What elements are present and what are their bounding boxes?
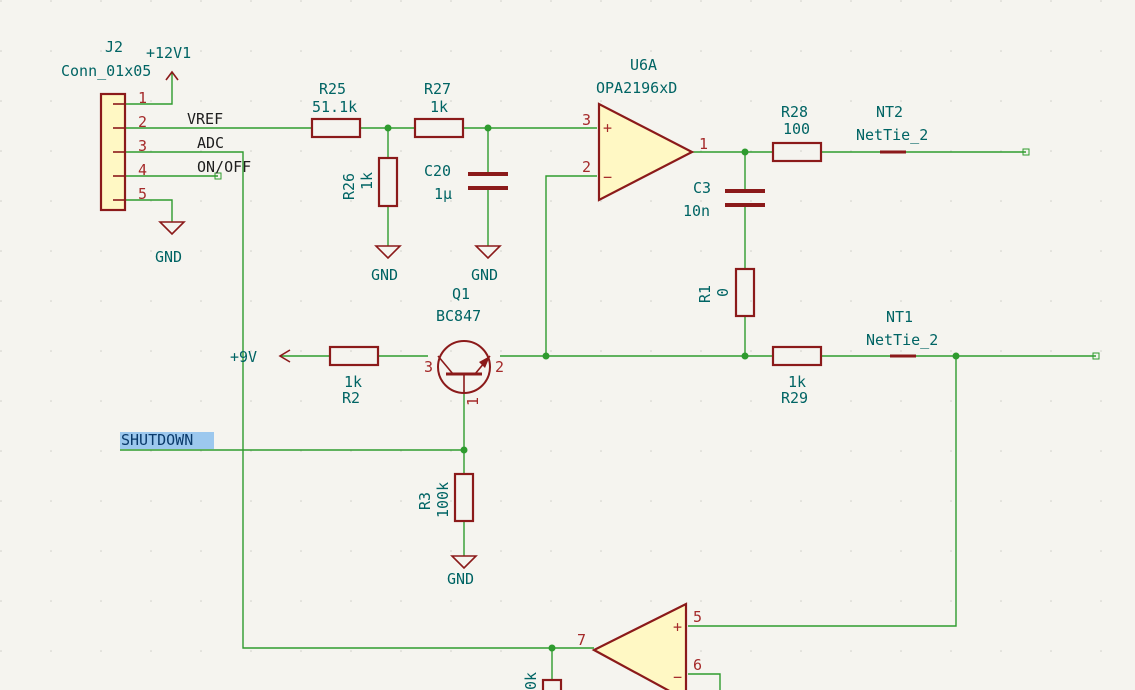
r26-ref: R26	[340, 173, 358, 200]
c20-ref: C20	[424, 162, 451, 180]
q1-pin-1: 1	[464, 397, 482, 406]
u6b-pin-7: 7	[577, 631, 586, 649]
nt2-value: NetTie_2	[856, 126, 928, 144]
j2-pin-4: 4	[138, 161, 147, 179]
q1-pin-2: 2	[495, 358, 504, 376]
u6a-plus-sign: +	[603, 119, 612, 137]
net-label-adc[interactable]: ADC	[197, 134, 224, 152]
gnd-symbol-r3[interactable]: GND	[447, 555, 478, 588]
q1-pin-3: 3	[424, 358, 433, 376]
j2-pin-2: 2	[138, 113, 147, 131]
q1-value: BC847	[436, 307, 481, 325]
net-label-on-off[interactable]: ON/OFF	[197, 158, 251, 176]
resistor-r26[interactable]: R26 1k	[340, 156, 399, 208]
j2-pin-3: 3	[138, 137, 147, 155]
c3-value: 10n	[683, 202, 710, 220]
u6a-pin-3: 3	[582, 111, 591, 129]
r3-ref: R3	[416, 492, 434, 510]
c20-value: 1µ	[434, 185, 452, 203]
u6a-ref: U6A	[630, 56, 657, 74]
r2-value: 1k	[344, 373, 362, 391]
j2-ref: J2	[105, 38, 123, 56]
power-9v-label: +9V	[230, 348, 257, 366]
u6b-pin-5: 5	[693, 608, 702, 626]
gnd-symbol-j2[interactable]: GND	[155, 221, 186, 266]
r1-value: 0	[714, 288, 732, 297]
resistor-r29[interactable]: 1k R29	[771, 345, 823, 407]
global-label-shutdown[interactable]: SHUTDOWN	[120, 431, 214, 449]
junctions	[384, 124, 960, 652]
r29-ref: R29	[781, 389, 808, 407]
power-9v[interactable]: +9V	[230, 348, 291, 366]
c3-ref: C3	[693, 179, 711, 197]
r26-value: 1k	[358, 172, 376, 190]
power-12v[interactable]: +12V1	[146, 44, 191, 81]
j2-pin-5: 5	[138, 185, 147, 203]
u6b-minus-sign: −	[673, 668, 682, 686]
j2-value: Conn_01x05	[61, 62, 151, 80]
gnd-symbol-r26[interactable]: GND	[371, 245, 402, 284]
r25-ref: R25	[319, 80, 346, 98]
u6a-pin-1: 1	[699, 135, 708, 153]
nettie-nt2[interactable]: NT2 NetTie_2	[856, 103, 928, 154]
r3-value: 100k	[434, 482, 452, 518]
nt1-ref: NT1	[886, 308, 913, 326]
capacitor-c20[interactable]: C20 1µ	[424, 162, 508, 203]
j2-pin-1: 1	[138, 89, 147, 107]
u6b-pin-6: 6	[693, 656, 702, 674]
resistor-r25[interactable]: R25 51.1k	[310, 80, 362, 139]
r27-ref: R27	[424, 80, 451, 98]
r28-ref: R28	[781, 103, 808, 121]
connector-j2[interactable]: J2 Conn_01x05 1 2 3 4 5	[61, 38, 151, 212]
r2-ref: R2	[342, 389, 360, 407]
u6a-value: OPA2196xD	[596, 79, 677, 97]
transistor-q1[interactable]: 3 2 1 Q1 BC847	[424, 285, 504, 406]
gnd-label-r26: GND	[371, 266, 398, 284]
capacitor-c3[interactable]: C3 10n	[683, 179, 765, 220]
nt2-ref: NT2	[876, 103, 903, 121]
resistor-r3[interactable]: R3 100k	[416, 472, 475, 523]
net-label-vref[interactable]: VREF	[187, 110, 223, 128]
resistor-r1[interactable]: R1 0	[696, 267, 756, 318]
r1-ref: R1	[696, 285, 714, 303]
opamp-u6a[interactable]: + − 3 2 1 U6A OPA2196xD	[582, 56, 708, 202]
power-12v-label: +12V1	[146, 44, 191, 62]
u6b-plus-sign: +	[673, 618, 682, 636]
connector-pin-stubs	[113, 103, 125, 201]
u6a-minus-sign: −	[603, 168, 612, 186]
gnd-symbol-c20[interactable]: GND	[471, 245, 502, 284]
nt1-value: NetTie_2	[866, 331, 938, 349]
resistor-r2[interactable]: 1k R2	[328, 345, 380, 407]
q1-ref: Q1	[452, 285, 470, 303]
resistor-r27[interactable]: R27 1k	[413, 80, 465, 139]
r29-value: 1k	[788, 373, 806, 391]
opamp-u6b[interactable]: + − 5 6 7	[577, 602, 702, 690]
shutdown-label: SHUTDOWN	[121, 431, 193, 449]
rbottom-value: 0k	[522, 672, 540, 690]
gnd-label-r3: GND	[447, 570, 474, 588]
gnd-label-c20: GND	[471, 266, 498, 284]
resistor-r28[interactable]: R28 100	[771, 103, 823, 163]
nettie-nt1[interactable]: NT1 NetTie_2	[866, 308, 938, 358]
resistor-bottom-partial[interactable]: 0k	[522, 672, 563, 690]
r25-value: 51.1k	[312, 98, 357, 116]
r27-value: 1k	[430, 98, 448, 116]
u6a-pin-2: 2	[582, 158, 591, 176]
wire-end-markers	[214, 148, 1100, 360]
gnd-label-j2: GND	[155, 248, 182, 266]
r28-value: 100	[783, 120, 810, 138]
